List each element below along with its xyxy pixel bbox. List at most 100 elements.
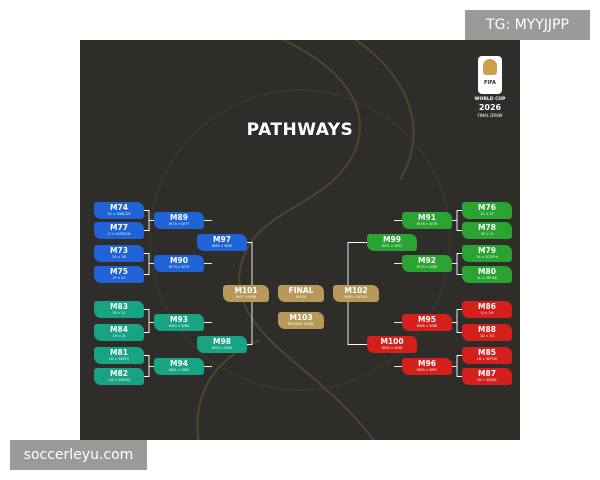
match-fixture: BRONZE FINAL xyxy=(287,322,315,326)
match-fixture: W73 v W75 xyxy=(168,265,190,269)
match-code: M103 xyxy=(289,313,313,322)
match-code: M78 xyxy=(478,223,496,232)
watermark-top: TG: MYYJJPP xyxy=(465,10,590,40)
match-fixture: W93 v W94 xyxy=(211,346,233,350)
match-code: M98 xyxy=(213,337,231,346)
match-code: M94 xyxy=(170,359,188,368)
match-code: M93 xyxy=(170,315,188,324)
match-code: M91 xyxy=(418,213,436,222)
match-code: M73 xyxy=(110,246,128,255)
match-fixture: 1F v 2C xyxy=(112,276,126,280)
match-code: M96 xyxy=(418,359,436,368)
match-code: M77 xyxy=(110,223,128,232)
match-code: M84 xyxy=(110,325,128,334)
match-code: M80 xyxy=(478,267,496,276)
match-code: M79 xyxy=(478,246,496,255)
match-fixture: 2A v 2B xyxy=(112,255,126,259)
logo-line1: WORLD CUP xyxy=(474,97,506,102)
match-code: M100 xyxy=(380,337,404,346)
match-fixture: 1A v 3CEFHI xyxy=(475,255,499,259)
match-fixture: 2K v 2L xyxy=(112,311,126,315)
match-code: M102 xyxy=(344,286,368,295)
logo-line2: 2026 xyxy=(478,103,502,112)
match-fixture: W99 v W100 xyxy=(344,295,368,299)
match-code: M76 xyxy=(478,203,496,212)
match-fixture: W85 v W87 xyxy=(416,368,438,372)
match-code: M87 xyxy=(478,369,496,378)
match-code: M90 xyxy=(170,256,188,265)
match-fixture: 1J v 2H xyxy=(480,311,494,315)
page-title: PATHWAYS xyxy=(246,120,354,140)
match-code: FINAL xyxy=(288,286,314,295)
connector-line xyxy=(144,210,150,231)
match-fixture: W83 v W84 xyxy=(168,324,190,328)
connector-line xyxy=(144,309,150,333)
match-code: M101 xyxy=(234,286,258,295)
match-fixture: 1K v 3DEIJL xyxy=(476,378,498,382)
match-fixture: W86 v W88 xyxy=(416,324,438,328)
connector-line xyxy=(456,309,462,333)
match-fixture: 1D v 3BEFIJ xyxy=(108,357,130,361)
match-code: M75 xyxy=(110,267,128,276)
match-code: M95 xyxy=(418,315,436,324)
connector-line xyxy=(144,355,150,377)
match-code: M85 xyxy=(478,348,496,357)
logo-line3: FINAL DRAW xyxy=(477,113,503,118)
match-fixture: W89 v W90 xyxy=(211,244,233,248)
match-code: M92 xyxy=(418,256,436,265)
match-fixture: 1I v 3CDFGH xyxy=(107,232,131,236)
match-code: M99 xyxy=(383,235,401,244)
bracket-connectors xyxy=(144,210,462,377)
connector-line xyxy=(144,253,150,275)
trophy-icon xyxy=(483,59,497,75)
match-fixture: 1L v 3EHIJK xyxy=(476,276,498,280)
match-code: M74 xyxy=(110,203,128,212)
match-fixture: W81 v W82 xyxy=(168,368,190,372)
match-fixture: W79 v W80 xyxy=(416,265,438,269)
match-code: M89 xyxy=(170,213,188,222)
background-decoration xyxy=(149,40,451,440)
match-code: M83 xyxy=(110,302,128,311)
match-fixture: 1H v 2J xyxy=(112,334,126,338)
world-cup-logo: FIFA WORLD CUP 2026 FINAL DRAW xyxy=(470,54,510,126)
match-code: M88 xyxy=(478,325,496,334)
match-fixture: 1E v 3ABCDF xyxy=(107,212,131,216)
match-fixture: 1C v 2F xyxy=(480,212,494,216)
pathways-poster: PATHWAYS FIFA WORLD CUP 2026 FINAL DRAW … xyxy=(80,40,520,440)
match-code: M82 xyxy=(110,369,128,378)
match-fixture: W97 v W98 xyxy=(235,295,257,299)
match-fixture: M104 xyxy=(296,295,306,299)
watermark-bottom: soccerleyu.com xyxy=(10,440,147,470)
match-code: M81 xyxy=(110,348,128,357)
match-fixture: W76 v W78 xyxy=(416,222,438,226)
